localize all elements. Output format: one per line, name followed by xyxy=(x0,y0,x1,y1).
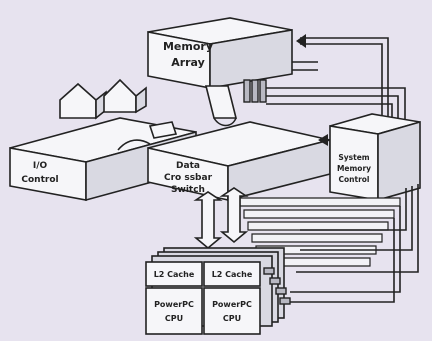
memory-array-block xyxy=(147,17,293,103)
crossbar-label-3: Switch xyxy=(171,185,205,195)
smc-label-2: Memory xyxy=(337,164,371,173)
arrow-head-icon xyxy=(318,134,328,146)
memory-bus-lines xyxy=(266,34,406,130)
cpu-module-1 xyxy=(145,261,203,335)
crossbar-cpu-arrow xyxy=(193,191,223,250)
arrow-head-icon xyxy=(296,34,306,48)
memory-array-label-1: Memory xyxy=(163,40,213,53)
cpu1-cache-label: L2 Cache xyxy=(154,270,195,279)
io-devices-houses-icon xyxy=(59,78,147,120)
cpu1-label-1: PowerPC xyxy=(154,300,194,309)
memory-array-label-2: Array xyxy=(171,56,205,69)
cpu1-label-2: CPU xyxy=(165,314,183,323)
memory-crossbar-connector xyxy=(204,85,238,127)
cpu-stack-ports xyxy=(263,267,291,305)
smc-label-3: Control xyxy=(338,175,369,184)
cpu2-cache-label: L2 Cache xyxy=(212,270,253,279)
io-crossbar-connector xyxy=(117,121,178,151)
cpu-bus-lanes xyxy=(239,184,419,303)
io-control-label-2: Control xyxy=(21,175,58,185)
cpu-module-2 xyxy=(203,261,261,335)
cpu2-label-2: CPU xyxy=(223,314,241,323)
system-memory-control-block xyxy=(329,113,421,202)
crossbar-label-1: Data xyxy=(176,161,200,171)
crossbar-label-2: Cro ssbar xyxy=(164,173,213,183)
cpu2-label-1: PowerPC xyxy=(212,300,252,309)
crossbar-cpu-arrow-2 xyxy=(219,187,249,244)
io-control-label-1: I/O xyxy=(33,161,48,171)
smc-label-1: System xyxy=(338,153,369,162)
